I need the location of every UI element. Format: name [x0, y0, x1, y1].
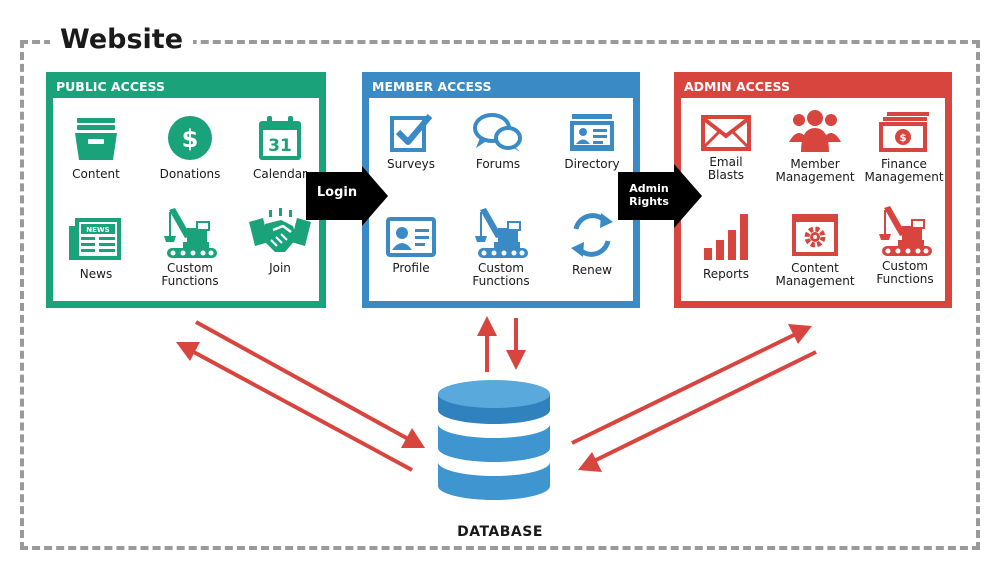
svg-text:$: $ [182, 125, 199, 153]
member-to-db-arrowhead [506, 350, 526, 370]
profile-card-icon [386, 217, 436, 257]
bar-chart-icon [704, 214, 748, 260]
newspaper-icon: NEWS [69, 218, 121, 260]
database-label: DATABASE [457, 524, 543, 540]
envelope-icon [701, 115, 751, 151]
svg-text:$: $ [900, 133, 907, 144]
public-to-db-arrowhead [401, 428, 425, 448]
website-title: Website [50, 20, 194, 60]
admin-item-content-management[interactable]: Content Management [767, 212, 863, 288]
admin-rights-arrow [618, 164, 702, 228]
website-boundary [20, 40, 980, 550]
db-to-admin-arrowhead [788, 324, 812, 344]
member-item-renew[interactable]: Renew [544, 210, 640, 277]
db-to-member-arrowhead [477, 316, 497, 336]
crane-icon [475, 208, 528, 258]
admin-item-custom-functions[interactable]: Custom Functions [857, 204, 953, 286]
public-item-custom-functions[interactable]: Custom Functions [142, 206, 238, 288]
public-item-calendar[interactable]: 31 Calendar [232, 114, 328, 181]
login-arrow [306, 166, 388, 226]
public-access-header: PUBLIC ACCESS [56, 79, 165, 94]
login-label: Login [316, 185, 358, 200]
member-item-forums[interactable]: Forums [450, 112, 546, 171]
member-item-profile[interactable]: Profile [363, 216, 459, 275]
member-item-custom-functions[interactable]: Custom Functions [453, 206, 549, 288]
db-to-admin-arrow [571, 332, 797, 445]
admin-to-db-arrow [591, 350, 817, 464]
handshake-icon [249, 208, 311, 252]
crane-icon [164, 208, 217, 258]
public-item-news[interactable]: NEWS News [48, 214, 144, 281]
svg-text:NEWS: NEWS [86, 226, 109, 234]
admin-access-header: ADMIN ACCESS [684, 79, 790, 94]
member-item-directory[interactable]: Directory [544, 112, 640, 171]
money-icon: $ [879, 112, 929, 152]
admin-rights-label: Admin Rights [629, 182, 669, 208]
public-item-join[interactable]: Join [232, 208, 328, 275]
checkbox-icon [390, 114, 433, 152]
member-access-header: MEMBER ACCESS [372, 79, 492, 94]
crane-icon [879, 206, 932, 256]
public-item-donations[interactable]: $ Donations [142, 114, 238, 181]
admin-item-email-blasts[interactable]: Email Blasts [678, 114, 774, 182]
db-to-public-arrow [189, 348, 413, 472]
content-icon [75, 118, 117, 160]
admin-access-panel: ADMIN ACCESS Email Blasts Member Managem… [674, 72, 952, 308]
db-to-public-arrowhead [176, 342, 200, 361]
svg-text:31: 31 [268, 136, 292, 156]
public-item-content[interactable]: Content [48, 114, 144, 181]
public-to-db-arrow [195, 320, 411, 442]
admin-item-finance-management[interactable]: $ Finance Management [856, 110, 952, 184]
database-icon [438, 380, 550, 500]
admin-item-member-management[interactable]: Member Management [767, 108, 863, 184]
admin-item-reports[interactable]: Reports [678, 210, 774, 281]
renew-icon [571, 213, 613, 257]
people-icon [789, 110, 841, 152]
public-access-panel: PUBLIC ACCESS Content $ Donations [46, 72, 326, 308]
directory-icon [570, 114, 614, 151]
database-sync-arrows [176, 316, 817, 472]
gear-window-icon [792, 214, 838, 256]
dollar-icon: $ [168, 116, 212, 160]
chat-icon [473, 113, 522, 152]
member-item-surveys[interactable]: Surveys [363, 112, 459, 171]
calendar-icon: 31 [259, 116, 301, 160]
admin-to-db-arrowhead [578, 452, 602, 472]
